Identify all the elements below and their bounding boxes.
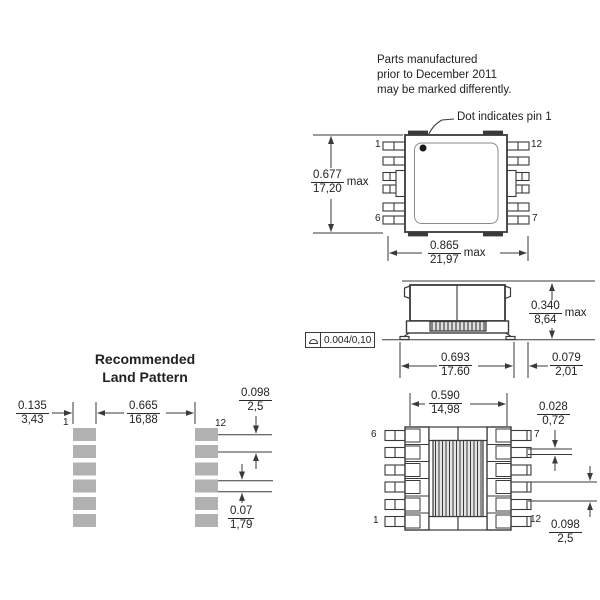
dim-value-in: 0.340 bbox=[529, 300, 562, 314]
mold-tabs bbox=[408, 130, 503, 237]
dim-value-mm: 2,5 bbox=[247, 400, 264, 413]
pin-1-dot bbox=[419, 144, 427, 152]
dim-suffix: max bbox=[564, 307, 587, 319]
manufacturing-note: Parts manufactured prior to December 201… bbox=[377, 53, 511, 98]
dim-value-in: 0.665 bbox=[127, 400, 160, 414]
left-mid-tab bbox=[395, 169, 406, 198]
dim-pad-height-lines bbox=[218, 464, 273, 503]
rail-pad-cavities bbox=[404, 428, 512, 529]
top-view-drawing bbox=[313, 118, 530, 261]
dim-inner-span-lines bbox=[97, 402, 196, 424]
dim-land-pitch-lines bbox=[218, 416, 272, 469]
dim-value-in: 0.098 bbox=[239, 387, 272, 401]
dim-value-mm: 21,97 bbox=[430, 253, 459, 266]
dim-bottom-width-lines bbox=[409, 393, 508, 426]
dim-value-in: 0.693 bbox=[439, 352, 472, 366]
note-line-2: prior to December 2011 bbox=[377, 69, 497, 81]
dim-value-in: 0.590 bbox=[429, 390, 462, 404]
dim-value-in: 0.07 bbox=[228, 505, 255, 519]
bottom-view-left-pins bbox=[384, 429, 406, 528]
dim-value-in: 0.028 bbox=[537, 401, 570, 415]
top-view-pin-12-label: 12 bbox=[531, 139, 543, 150]
dim-value-mm: 3,43 bbox=[21, 413, 44, 426]
flatness-value: 0.004/0,10 bbox=[324, 334, 372, 346]
land-pattern-title-line-1: Recommended bbox=[94, 351, 196, 367]
profile-symbol-cell bbox=[306, 333, 321, 347]
land-pattern-title: Recommended Land Pattern bbox=[80, 350, 210, 386]
dim-value-in: 0.079 bbox=[550, 352, 583, 366]
dim-value-mm: 17.60 bbox=[441, 365, 470, 378]
dim-suffix: max bbox=[346, 176, 369, 188]
dim-foot-length-lines bbox=[527, 342, 548, 378]
bottom-view-strips bbox=[428, 426, 488, 531]
dim-suffix: max bbox=[463, 247, 486, 259]
bottom-view-right-pins bbox=[510, 429, 532, 528]
bottom-view-drawing bbox=[384, 393, 597, 531]
rail-dividers bbox=[405, 444, 511, 514]
dim-value-in: 0.677 bbox=[311, 169, 344, 183]
dim-value-in: 0.098 bbox=[549, 519, 582, 533]
top-view-pin-6-label: 6 bbox=[375, 213, 381, 224]
dim-pin-pitch-lines bbox=[528, 466, 597, 517]
side-view-winding-hatch bbox=[429, 320, 487, 332]
top-view-pin-7-label: 7 bbox=[532, 213, 538, 224]
land-pattern-pin-12-label: 12 bbox=[215, 418, 227, 429]
note-line-1: Parts manufactured bbox=[377, 54, 478, 66]
dim-value-mm: 0,72 bbox=[542, 414, 565, 427]
top-view-left-pins bbox=[382, 141, 406, 225]
bottom-view-winding-hatch bbox=[432, 439, 484, 518]
land-pattern-title-line-2: Land Pattern bbox=[102, 369, 188, 385]
left-corner-clip bbox=[403, 285, 411, 300]
bottom-view-pin-7-label: 7 bbox=[534, 429, 540, 440]
bottom-view-pin-12-label: 12 bbox=[530, 514, 542, 525]
bottom-view-pin-1-label: 1 bbox=[373, 515, 379, 526]
dim-value-mm: 2,01 bbox=[555, 365, 578, 378]
right-mid-tab bbox=[506, 169, 517, 198]
top-view-inner-outline bbox=[414, 142, 499, 224]
dim-value-mm: 8,64 bbox=[534, 313, 557, 326]
dot-callout-label: Dot indicates pin 1 bbox=[457, 111, 552, 123]
land-pattern-pin-1-label: 1 bbox=[63, 417, 69, 428]
land-pattern-drawing bbox=[52, 402, 273, 527]
top-view-right-pins bbox=[506, 141, 530, 225]
dim-top-width-lines bbox=[387, 236, 529, 261]
dim-value-in: 0.865 bbox=[428, 240, 461, 254]
flatness-callout: 0.004/0,10 bbox=[305, 332, 376, 348]
right-corner-clip bbox=[504, 285, 512, 300]
top-view-pin-1-label: 1 bbox=[375, 139, 381, 150]
land-pads-left bbox=[73, 428, 96, 527]
side-view-leads bbox=[399, 332, 516, 341]
surface-profile-icon bbox=[308, 339, 318, 344]
dim-lead-span-lines bbox=[399, 342, 515, 378]
dim-value-mm: 16,88 bbox=[129, 413, 158, 426]
bottom-view-pin-6-label: 6 bbox=[371, 429, 377, 440]
note-line-3: may be marked differently. bbox=[377, 84, 512, 96]
dim-value-mm: 14,98 bbox=[431, 403, 460, 416]
dim-value-mm: 17,20 bbox=[313, 182, 342, 195]
land-pads-right bbox=[195, 428, 218, 527]
dim-value-mm: 2,5 bbox=[557, 532, 574, 545]
dim-value-mm: 1,79 bbox=[230, 518, 253, 531]
dim-value-in: 0.135 bbox=[16, 400, 49, 414]
dim-pad-width-lines bbox=[52, 402, 97, 424]
dim-pad-offset-lines bbox=[528, 430, 572, 471]
side-view-drawing bbox=[382, 280, 595, 378]
dim-top-height-lines bbox=[313, 134, 403, 234]
